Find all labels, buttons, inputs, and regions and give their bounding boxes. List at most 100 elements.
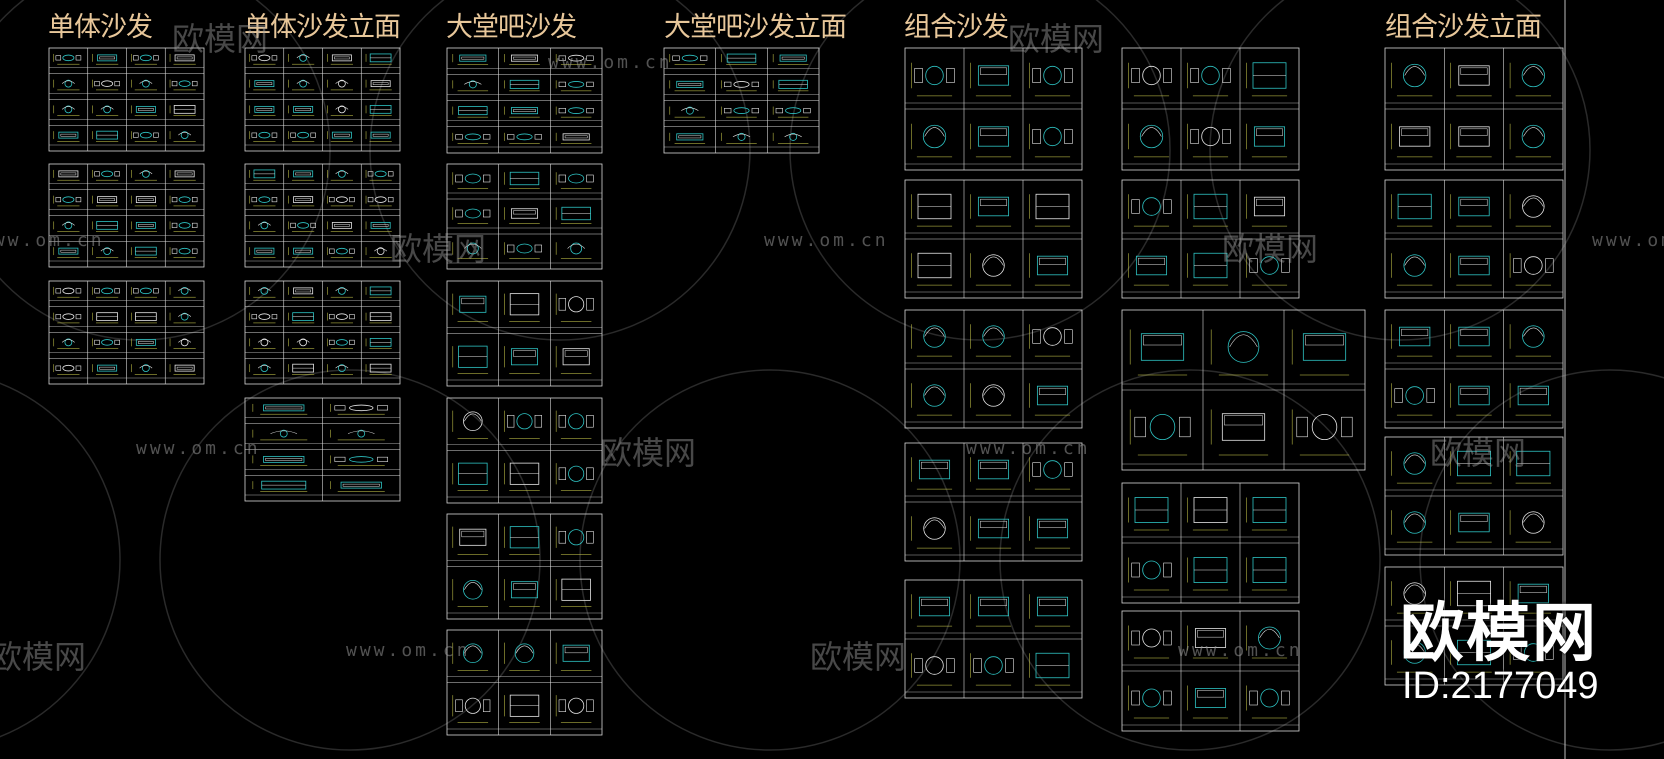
armchair-shape bbox=[338, 170, 346, 178]
chair-shape bbox=[153, 55, 159, 61]
armchair-shape bbox=[1403, 641, 1426, 664]
sofa-shape bbox=[459, 528, 487, 546]
armchair-shape bbox=[64, 338, 73, 347]
heading-single-sofa: 单体沙发 bbox=[48, 12, 153, 43]
chair-shape bbox=[586, 297, 594, 311]
sofa-shape bbox=[1458, 196, 1490, 217]
table-shape bbox=[62, 196, 75, 203]
sofa-shape bbox=[510, 348, 539, 366]
drawing-sheet bbox=[1384, 436, 1564, 556]
sofa-shape bbox=[1253, 126, 1286, 147]
armchair-shape bbox=[1139, 124, 1164, 149]
sofa-back bbox=[513, 210, 536, 215]
drawing-sheet bbox=[48, 280, 205, 385]
chair-shape bbox=[455, 209, 463, 218]
armchair-back bbox=[1523, 197, 1544, 207]
armchair-back bbox=[100, 106, 114, 110]
chair-shape bbox=[171, 248, 178, 254]
sofa-shape bbox=[510, 581, 539, 599]
chair-shape bbox=[1131, 690, 1140, 706]
chair-shape bbox=[586, 467, 594, 480]
sofa-shape bbox=[1140, 333, 1185, 361]
sofa-shape bbox=[293, 247, 314, 255]
chair-shape bbox=[1341, 416, 1353, 438]
chair-shape bbox=[1032, 462, 1041, 477]
chair-shape bbox=[329, 314, 335, 320]
chair-shape bbox=[586, 108, 594, 114]
sofa-back bbox=[138, 108, 154, 111]
armchair-shape bbox=[260, 221, 269, 230]
armchair-back bbox=[784, 133, 802, 138]
chair-shape bbox=[1163, 690, 1172, 706]
table-shape bbox=[785, 107, 802, 114]
watermark-brand: 欧模网 bbox=[810, 638, 907, 676]
armchair-shape bbox=[357, 429, 366, 438]
table-shape bbox=[62, 313, 75, 320]
armchair-back bbox=[178, 313, 192, 317]
sofa-shape bbox=[1194, 688, 1227, 708]
watermark-url: www.om.cn bbox=[548, 52, 673, 73]
table-shape bbox=[139, 54, 152, 62]
sofa-back bbox=[1460, 387, 1488, 395]
sofa-shape bbox=[370, 131, 391, 139]
sofa-shape bbox=[174, 170, 195, 178]
sofa-back bbox=[678, 83, 702, 86]
sofa-shape bbox=[263, 404, 305, 412]
sofa-shape bbox=[1517, 583, 1549, 604]
chair-shape bbox=[1513, 258, 1522, 273]
chair-shape bbox=[271, 132, 278, 138]
chair-shape bbox=[724, 108, 732, 114]
armchair-back bbox=[100, 248, 114, 252]
armchair-shape bbox=[1522, 511, 1545, 534]
chair-shape bbox=[329, 197, 335, 203]
sofa-shape bbox=[135, 338, 156, 346]
chair-shape bbox=[775, 108, 783, 114]
sofa-shape bbox=[254, 105, 275, 113]
drawing-sheet bbox=[1384, 309, 1564, 429]
sofa-back bbox=[461, 530, 485, 538]
chair-shape bbox=[94, 288, 100, 294]
armchair-back bbox=[257, 287, 271, 292]
armchair-shape bbox=[260, 364, 269, 372]
sofa-back bbox=[372, 133, 389, 137]
armchair-back bbox=[983, 386, 1004, 396]
sofa-back bbox=[176, 172, 193, 176]
chair-shape bbox=[290, 222, 296, 228]
watermark-circle bbox=[369, 0, 751, 341]
chair-shape bbox=[94, 171, 100, 177]
table-shape bbox=[464, 208, 481, 219]
armchair-back bbox=[1523, 513, 1544, 523]
drawing-sheet bbox=[1121, 309, 1366, 471]
sofa-shape bbox=[58, 247, 79, 255]
chair-shape bbox=[558, 174, 566, 183]
sofa-shape bbox=[135, 105, 156, 113]
sofa-shape bbox=[1036, 385, 1069, 406]
armchair-back bbox=[1404, 66, 1425, 76]
armchair-shape bbox=[685, 106, 694, 115]
chair-shape bbox=[1163, 199, 1172, 214]
armchair-shape bbox=[1403, 511, 1426, 534]
sofa-back bbox=[60, 133, 77, 137]
armchair-shape bbox=[1403, 452, 1426, 475]
chair-shape bbox=[914, 68, 923, 83]
chair-shape bbox=[558, 414, 566, 428]
sofa-shape bbox=[254, 247, 275, 255]
armchair-shape bbox=[1403, 63, 1427, 88]
armchair-shape bbox=[463, 411, 483, 431]
watermark-circle bbox=[1419, 369, 1664, 751]
chair-shape bbox=[153, 288, 159, 294]
armchair-back bbox=[257, 339, 271, 343]
chair-shape bbox=[349, 248, 355, 254]
sofa-shape bbox=[254, 80, 275, 88]
table-shape bbox=[733, 107, 750, 114]
chair-shape bbox=[1032, 129, 1041, 144]
chair-shape bbox=[271, 314, 278, 320]
chair-shape bbox=[171, 222, 178, 228]
chair-shape bbox=[191, 81, 198, 87]
sofa-shape bbox=[459, 295, 487, 313]
table-shape bbox=[258, 54, 271, 62]
sofa-back bbox=[1256, 198, 1283, 206]
sofa-back bbox=[1460, 257, 1488, 265]
